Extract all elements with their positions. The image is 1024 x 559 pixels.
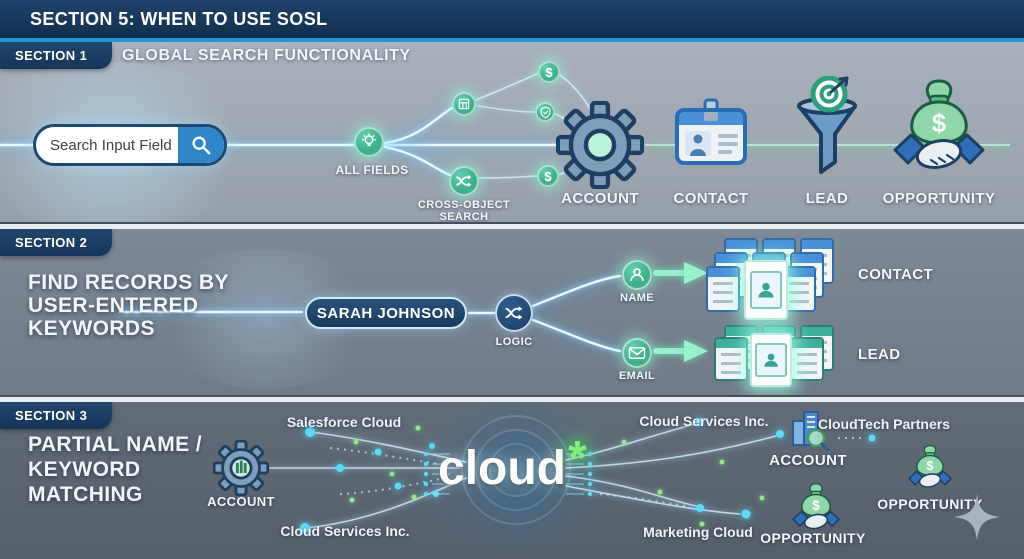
handshake-moneybag-icon: $ bbox=[893, 79, 985, 170]
left-account-label: ACCOUNT bbox=[207, 494, 275, 509]
id-badge-icon bbox=[675, 98, 747, 165]
cross-object-node bbox=[449, 166, 479, 196]
section-divider bbox=[0, 395, 1024, 402]
record-card bbox=[714, 337, 748, 381]
match-cloud-services-right: Cloud Services Inc. bbox=[639, 413, 769, 429]
record-card bbox=[790, 337, 824, 381]
section-2-keywords: SECTION 2 FIND RECORDS BY USER-ENTERED K… bbox=[0, 229, 1024, 395]
section-1-title: GLOBAL SEARCH FUNCTIONALITY bbox=[122, 47, 411, 64]
shield-check-icon bbox=[540, 106, 550, 119]
shuffle-icon bbox=[456, 175, 472, 187]
match-salesforce-cloud: Salesforce Cloud bbox=[286, 414, 402, 430]
gear-building-icon bbox=[213, 440, 269, 496]
section-divider bbox=[0, 222, 1024, 229]
result-contact-label: CONTACT bbox=[858, 266, 934, 283]
page-title: SECTION 5: WHEN TO USE SOSL bbox=[30, 8, 328, 29]
logic-label: LOGIC bbox=[495, 336, 533, 348]
section-3-title-line1: PARTIAL NAME / bbox=[28, 433, 202, 456]
header-accent-stripe bbox=[0, 38, 1024, 42]
match-cloudtech-partners: CloudTech Partners bbox=[818, 416, 950, 432]
lead-record-stack bbox=[706, 325, 846, 393]
entity-label-contact: CONTACT bbox=[673, 190, 749, 207]
section-1-global-search: SECTION 1 GLOBAL SEARCH FUNCTIONALITY Se… bbox=[0, 42, 1024, 222]
building-magnifier-icon bbox=[792, 411, 830, 451]
person-icon bbox=[758, 282, 774, 298]
search-icon bbox=[192, 136, 211, 155]
dollar-glyph: $ bbox=[927, 459, 934, 473]
opportunity-center-label: OPPORTUNITY bbox=[760, 530, 866, 546]
highlighted-contact-card bbox=[744, 260, 788, 320]
shuffle-icon bbox=[505, 306, 523, 320]
search-term-cloud-wildcard: cloud* bbox=[438, 432, 587, 509]
funnel-target-icon bbox=[797, 76, 857, 174]
envelope-icon bbox=[628, 347, 646, 359]
dollar-icon: $ bbox=[544, 168, 552, 184]
handshake-moneybag-icon: $ bbox=[908, 444, 952, 488]
search-input-value: Search Input Field bbox=[50, 136, 172, 154]
opportunity-right-label: OPPORTUNITY bbox=[877, 496, 983, 512]
section-3-partial-matching: SECTION 3 PARTIAL NAME / KEYWORD MATCHIN… bbox=[0, 402, 1024, 559]
section-3-title-line2: KEYWORD bbox=[28, 458, 141, 481]
cross-object-label-line1: CROSS-OBJECT bbox=[417, 199, 511, 211]
wildcard-asterisk: * bbox=[568, 432, 587, 485]
section-2-title-line1: FIND RECORDS BY bbox=[28, 271, 229, 294]
right-account-label: ACCOUNT bbox=[769, 452, 847, 469]
section-3-title-line3: MATCHING bbox=[28, 483, 143, 506]
dollar-node-top: $ bbox=[538, 61, 560, 83]
table-node bbox=[452, 92, 476, 116]
handshake-moneybag-icon: $ bbox=[792, 482, 840, 530]
name-label: NAME bbox=[620, 292, 654, 304]
record-card bbox=[706, 266, 740, 312]
contact-record-stack bbox=[706, 238, 846, 326]
section-2-title-line2: USER-ENTERED bbox=[28, 294, 199, 317]
match-cloud-services-left: Cloud Services Inc. bbox=[280, 523, 410, 539]
all-fields-node bbox=[354, 127, 384, 157]
tab-section-1: SECTION 1 bbox=[0, 42, 112, 69]
search-input-field[interactable]: Search Input Field bbox=[33, 124, 227, 166]
entity-label-opportunity: OPPORTUNITY bbox=[882, 190, 996, 207]
dollar-glyph: $ bbox=[932, 108, 947, 138]
dollar-glyph: $ bbox=[812, 498, 820, 513]
table-grid-icon bbox=[458, 98, 470, 110]
person-icon bbox=[764, 353, 778, 367]
tab-section-3: SECTION 3 bbox=[0, 402, 112, 429]
match-marketing-cloud: Marketing Cloud bbox=[643, 524, 753, 540]
logic-node bbox=[495, 294, 533, 332]
highlighted-lead-card bbox=[750, 333, 792, 387]
entity-label-account: ACCOUNT bbox=[561, 190, 639, 207]
all-fields-label: ALL FIELDS bbox=[335, 163, 409, 177]
dollar-icon: $ bbox=[545, 64, 553, 80]
gear-icon bbox=[556, 101, 644, 189]
header-bar: SECTION 5: WHEN TO USE SOSL bbox=[0, 0, 1024, 38]
search-button[interactable] bbox=[178, 127, 224, 163]
email-label: EMAIL bbox=[618, 370, 656, 382]
person-icon bbox=[630, 268, 644, 282]
result-lead-label: LEAD bbox=[858, 346, 901, 363]
section-2-title-line3: KEYWORDS bbox=[28, 317, 155, 340]
name-node bbox=[622, 260, 652, 290]
sparkle-icon bbox=[954, 494, 1000, 540]
keyword-pill: SARAH JOHNSON bbox=[305, 297, 467, 329]
shield-node bbox=[535, 102, 555, 122]
email-node bbox=[622, 338, 652, 368]
dollar-node-bottom: $ bbox=[537, 165, 559, 187]
search-term-text: cloud bbox=[438, 442, 566, 495]
cross-object-label-line2: SEARCH bbox=[439, 211, 489, 222]
tab-section-2: SECTION 2 bbox=[0, 229, 112, 256]
lightbulb-icon bbox=[362, 133, 376, 147]
entity-label-lead: LEAD bbox=[805, 190, 849, 207]
